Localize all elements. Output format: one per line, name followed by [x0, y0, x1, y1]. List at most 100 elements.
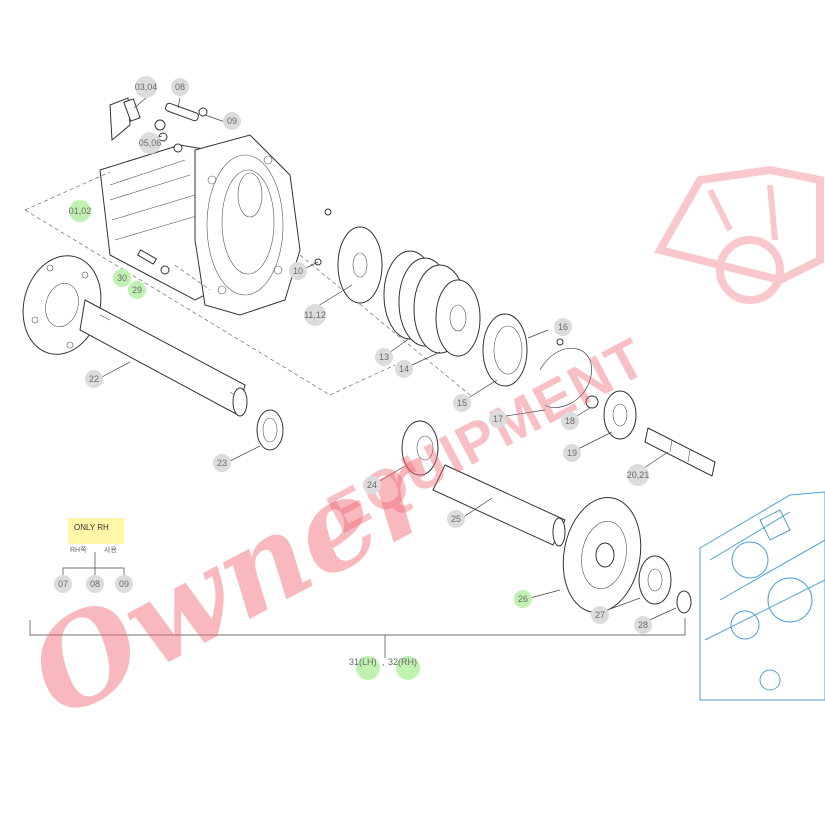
- note-sub-right: 사용: [104, 545, 117, 554]
- assembly-dashed-outline: [24, 171, 471, 396]
- callout-number: 11,12: [304, 310, 326, 320]
- callout-number: 10: [293, 266, 303, 276]
- callout-10: 10: [289, 262, 307, 280]
- callout-26: 26: [514, 590, 532, 608]
- ring-28: [676, 590, 692, 614]
- callout-29: 29: [128, 281, 146, 299]
- callout-23: 23: [213, 454, 231, 472]
- callout-number: 27: [595, 610, 605, 620]
- callout-30: 30: [113, 269, 131, 287]
- callout-bubble: [139, 132, 161, 154]
- callout-number: 19: [567, 448, 577, 458]
- transmission-housing: [99, 134, 301, 316]
- callout-bubble: [86, 575, 104, 593]
- callout-17: 17: [489, 410, 507, 428]
- callout-number: 30: [117, 273, 127, 283]
- bearing-24: [401, 420, 439, 476]
- callout-2021: 20,21: [627, 464, 650, 486]
- callout-number: 16: [558, 322, 568, 332]
- callout-0304: 03,04: [135, 76, 158, 98]
- callout-number: 09: [227, 116, 237, 126]
- snap-ring-17: [539, 347, 592, 408]
- callout-number: 17: [493, 414, 503, 424]
- callout-27: 27: [591, 606, 609, 624]
- callout-28: 28: [634, 616, 652, 634]
- callout-number: 03,04: [135, 82, 158, 92]
- callout-bubble: [115, 575, 133, 593]
- piston-15: [482, 313, 528, 387]
- callout-15: 15: [453, 394, 471, 412]
- only-rh-note: ONLY RH RH쪽 사용: [68, 518, 124, 554]
- callout-number: 25: [451, 514, 461, 524]
- callout-14: 14: [395, 360, 413, 378]
- callout-bubble: [289, 262, 307, 280]
- tractor-logo-outline: [653, 165, 824, 304]
- callout-number: 14: [399, 364, 409, 374]
- final-gear-26: [562, 497, 642, 613]
- callout-number: 07: [58, 579, 68, 589]
- assembly-rh-label: 32(RH): [388, 657, 417, 667]
- friction-plates-13-14: [383, 250, 481, 357]
- callout-19: 19: [563, 444, 581, 462]
- brake-disc-11-12: [337, 226, 383, 304]
- callout-bubble: [447, 510, 465, 528]
- callout-number: 22: [89, 374, 99, 384]
- assembly-separator: ,: [382, 657, 385, 667]
- callout-bubble: [223, 112, 241, 130]
- assembly-lh-label: 31(LH): [349, 657, 377, 667]
- o-ring-18: [585, 395, 599, 409]
- callout-09a: 09: [223, 112, 241, 130]
- callout-13: 13: [375, 348, 393, 366]
- callout-number: 08: [175, 82, 185, 92]
- callout-number: 18: [565, 416, 575, 426]
- callout-number: 23: [217, 458, 227, 468]
- callout-bubble: [304, 304, 326, 326]
- callout-bubble: [85, 370, 103, 388]
- callout-bubble: [171, 78, 189, 96]
- assembly-label: 31(LH) , 32(RH): [349, 656, 420, 680]
- callout-24: 24: [363, 476, 381, 494]
- bearing-27: [638, 555, 672, 605]
- callout-bubble: [554, 318, 572, 336]
- callout-18: 18: [561, 412, 579, 430]
- callout-1112: 11,12: [304, 304, 326, 326]
- callout-bubble: [489, 410, 507, 428]
- callout-bubble: [135, 76, 157, 98]
- axle-shaft-22: [22, 255, 248, 417]
- pinion-shaft-20-21: [644, 427, 716, 477]
- callout-bubble: [363, 476, 381, 494]
- callout-25: 25: [447, 510, 465, 528]
- callout-number: 26: [518, 594, 528, 604]
- rear-axle-housing-blue: [699, 491, 825, 701]
- callout-number: 08: [90, 579, 100, 589]
- callout-16: 16: [554, 318, 572, 336]
- callout-number: 28: [638, 620, 648, 630]
- callout-number: 13: [379, 352, 389, 362]
- callout-bubble: [113, 269, 131, 287]
- callout-bubble: [514, 590, 532, 608]
- callout-bubble: [563, 444, 581, 462]
- callout-bubble: [213, 454, 231, 472]
- callout-bubble: [453, 394, 471, 412]
- callout-0506: 05,06: [139, 132, 162, 154]
- callout-number: 20,21: [627, 470, 650, 480]
- callout-number: 24: [367, 480, 377, 490]
- bearing-19: [603, 390, 637, 440]
- note-sub-left: RH쪽: [70, 546, 87, 554]
- callout-bubble: [561, 412, 579, 430]
- callout-bubble: [627, 464, 649, 486]
- callout-number: 05,06: [139, 138, 162, 148]
- callout-bubble: [128, 281, 146, 299]
- callout-bubble: [634, 616, 652, 634]
- callout-number: 15: [457, 398, 467, 408]
- callout-number: 29: [132, 285, 142, 295]
- callout-bubble: [591, 606, 609, 624]
- callout-07b: 07: [54, 575, 72, 593]
- callout-08a: 08: [171, 78, 189, 96]
- callout-bubble: [54, 575, 72, 593]
- callout-bubble: [375, 348, 393, 366]
- callout-bubble: [69, 200, 91, 222]
- sleeve-25: [432, 464, 566, 547]
